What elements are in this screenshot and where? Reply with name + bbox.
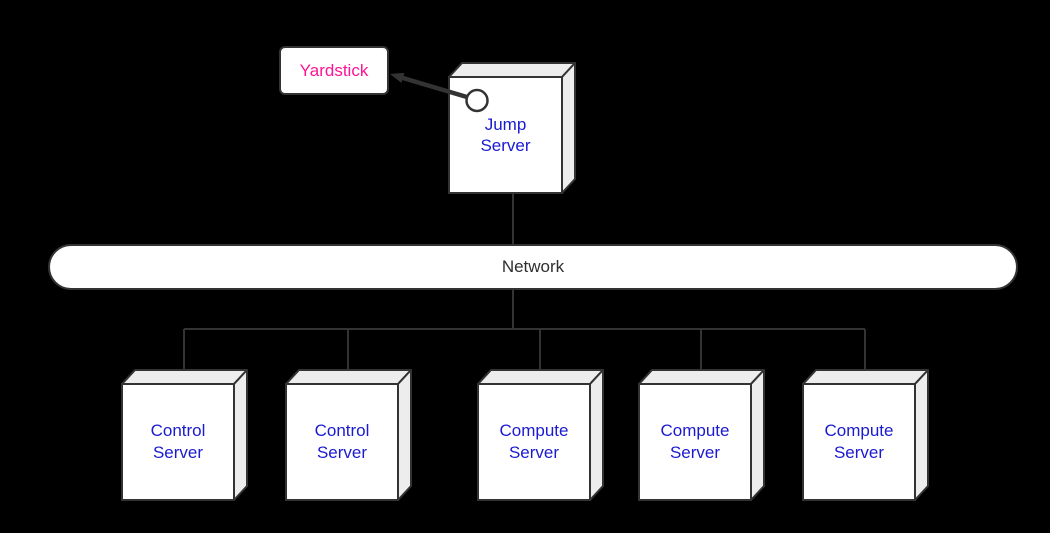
compute-server-3-side-face bbox=[914, 369, 929, 501]
control-server-2-side-face bbox=[397, 369, 412, 501]
compute-server-1-side-face bbox=[589, 369, 604, 501]
arrowhead-icon bbox=[390, 72, 405, 83]
control-server-1-side-face bbox=[233, 369, 248, 501]
compute-server-node-1 bbox=[477, 369, 604, 501]
edge-network-to-servers bbox=[183, 289, 866, 370]
compute-server-1-top-face bbox=[477, 369, 604, 385]
compute-server-node-2 bbox=[638, 369, 765, 501]
compute-server-2-side-face bbox=[750, 369, 765, 501]
compute-server-2-front-face bbox=[638, 383, 752, 501]
compute-server-node-3 bbox=[802, 369, 929, 501]
yardstick-node bbox=[279, 46, 389, 95]
jump-server-side-face bbox=[561, 62, 576, 194]
compute-server-2-top-face bbox=[638, 369, 765, 385]
arrow-jumpserver-to-yardstick bbox=[400, 75, 470, 100]
network-bus-node bbox=[48, 244, 1018, 290]
control-server-2-top-face bbox=[285, 369, 412, 385]
control-server-node-2 bbox=[285, 369, 412, 501]
compute-server-3-top-face bbox=[802, 369, 929, 385]
edge-origin-circle-icon bbox=[465, 88, 489, 113]
jump-server-node bbox=[448, 62, 576, 194]
control-server-2-front-face bbox=[285, 383, 399, 501]
compute-server-1-front-face bbox=[477, 383, 591, 501]
jump-server-top-face bbox=[448, 62, 576, 78]
control-server-1-top-face bbox=[121, 369, 248, 385]
control-server-1-front-face bbox=[121, 383, 235, 501]
control-server-node-1 bbox=[121, 369, 248, 501]
compute-server-3-front-face bbox=[802, 383, 916, 501]
